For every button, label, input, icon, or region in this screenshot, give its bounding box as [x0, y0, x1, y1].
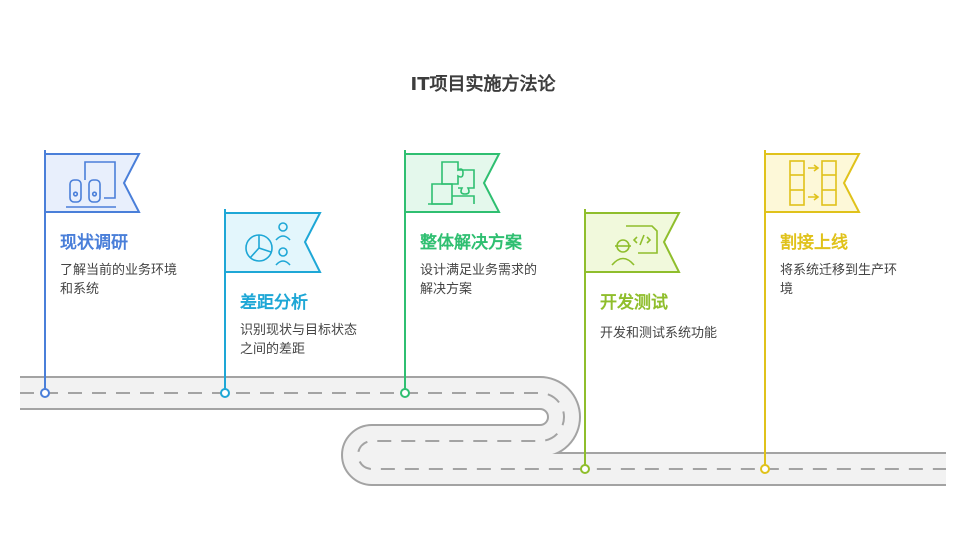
pie-people-icon: [245, 222, 291, 266]
step-3-desc-line-2: 解决方案: [420, 282, 473, 297]
flag-2: [224, 212, 322, 273]
servers-icon: [66, 161, 116, 208]
milestone-dot-3: [400, 388, 410, 398]
step-1-desc-line-1: 了解当前的业务环境: [60, 263, 178, 278]
flag-4: [584, 212, 681, 273]
step-5-description: 将系统迁移到生产环 境: [780, 261, 930, 299]
step-5-title: 割接上线: [780, 233, 848, 253]
step-4-desc-line-1: 开发和测试系统功能: [600, 326, 718, 341]
migration-icon: [789, 160, 837, 206]
milestone-4: [580, 209, 681, 474]
step-1-title: 现状调研: [60, 233, 128, 253]
milestone-3: [400, 150, 501, 398]
diagram-title: IT项目实施方法论: [410, 74, 556, 95]
step-5-desc-line-1: 将系统迁移到生产环: [780, 263, 898, 278]
developer-icon: [611, 225, 658, 266]
milestone-1: [40, 150, 141, 398]
milestone-5: [760, 150, 861, 474]
puzzle-icon: [428, 161, 475, 205]
step-3-desc-line-1: 设计满足业务需求的: [420, 263, 538, 278]
road-center-line: [20, 392, 946, 470]
step-2-description: 识别现状与目标状态 之间的差距: [240, 321, 390, 359]
milestone-dot-2: [220, 388, 230, 398]
step-4-title: 开发测试: [600, 293, 668, 313]
step-1-description: 了解当前的业务环境 和系统: [60, 261, 210, 299]
flag-5: [764, 153, 861, 213]
milestone-2: [220, 209, 322, 398]
milestone-dot-5: [760, 464, 770, 474]
step-3-title: 整体解决方案: [420, 233, 522, 253]
step-3-description: 设计满足业务需求的 解决方案: [420, 261, 570, 299]
milestone-dot-1: [40, 388, 50, 398]
step-4-description: 开发和测试系统功能: [600, 324, 750, 343]
step-2-desc-line-1: 识别现状与目标状态: [240, 323, 358, 338]
step-1-desc-line-2: 和系统: [60, 282, 100, 297]
milestone-dot-4: [580, 464, 590, 474]
road-surface: [20, 378, 946, 484]
step-2-title: 差距分析: [240, 293, 308, 313]
step-2-desc-line-2: 之间的差距: [240, 342, 306, 357]
flag-3: [404, 153, 501, 213]
step-5-desc-line-2: 境: [780, 282, 794, 297]
